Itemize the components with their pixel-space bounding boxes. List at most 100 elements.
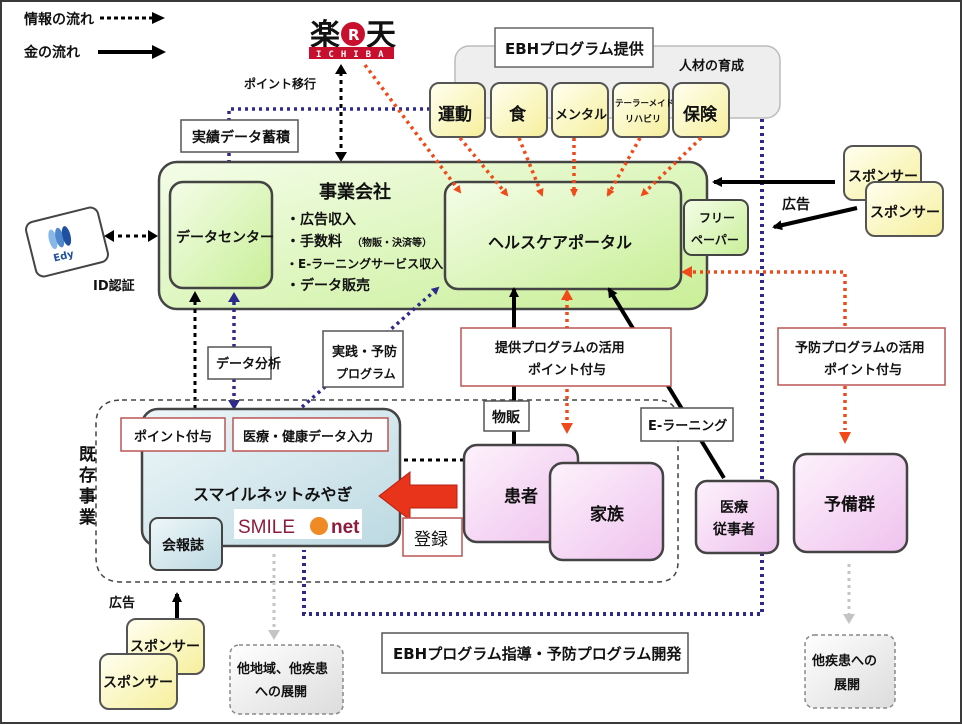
legend-info-flow-label: 情報の流れ [24, 11, 94, 28]
sponsor-card-right-back-label: スポンサー [848, 168, 918, 185]
record-data-box [180, 119, 299, 153]
edy-logo-mark-3 [61, 226, 72, 246]
reserve-expansion-arrowhead [843, 614, 855, 624]
ebh-program-items: 運動 食 メンタル テーラーメイド リハビリ 保険 [429, 82, 730, 138]
program-item-mental-label: メンタル [555, 108, 607, 123]
smile-net-logo-left: SMILE [238, 517, 295, 538]
data-center-label: データセンター [176, 229, 274, 246]
register-label: 登録 [414, 530, 448, 550]
elearning-label: E-ラーニング [648, 418, 727, 434]
program-item-mental [551, 82, 609, 138]
provided-program-points-line2: ポイント付与 [528, 362, 606, 378]
data-analysis-arrowhead-up [228, 292, 240, 302]
sponsors-left-ad-label: 広告 [109, 595, 135, 611]
smile-net-name: スマイルネットみやぎ [193, 485, 353, 504]
newsletter-label: 会報誌 [162, 537, 204, 554]
sponsor-card-right-front-label: スポンサー [870, 204, 940, 221]
program-item-exercise-label: 運動 [438, 104, 472, 125]
expansion-right-box [804, 634, 896, 709]
prevention-program-arrowhead-down [839, 432, 851, 444]
sponsors-right: 広告 スポンサー スポンサー [712, 145, 944, 237]
provided-program-points-box [460, 327, 672, 387]
provided-program-arrowhead-up [561, 289, 573, 300]
register-arrow [378, 470, 458, 522]
medical-staff-line2: 従事者 [712, 521, 755, 538]
reserve-group-box [792, 452, 909, 554]
provided-program-points-line1: 提供プログラムの活用 [495, 340, 625, 356]
medical-staff-box [694, 479, 780, 555]
newsletter-box [149, 517, 223, 571]
company-bullet-fees: ・手数料 [286, 233, 342, 250]
existing-business-char-4: 業 [79, 507, 96, 528]
training-label: 人材の育成 [679, 58, 744, 74]
legend-money-flow-label: 金の流れ [23, 44, 80, 61]
point-transfer-label: ポイント移行 [244, 76, 316, 91]
sponsor-card-left-front [99, 653, 178, 710]
smile-expansion-arrowhead [268, 630, 280, 640]
prevention-program-points-line2: ポイント付与 [824, 362, 902, 378]
company-bullet-ad-revenue: ・広告収入 [286, 211, 356, 228]
sponsor-card-left-back-label: スポンサー [130, 638, 200, 655]
company-bullet-elearning: ・E-ラーニングサービス収入 [286, 256, 443, 271]
sponsors-right-ad-label: 広告 [782, 196, 810, 213]
data-analysis-label: データ分析 [216, 356, 281, 372]
program-item-food-label: 食 [509, 104, 527, 125]
exercise-to-portal-arrow [458, 136, 509, 197]
medical-data-input-box [232, 417, 389, 452]
smile-net-logo-right: net [331, 517, 360, 538]
rakuten-ichiba-text: ICHIBA [316, 50, 391, 60]
sponsor-card-left-front-label: スポンサー [103, 674, 173, 691]
sales-box [483, 400, 530, 432]
medical-data-input-label: 医療・健康データ入力 [243, 429, 373, 445]
rakuten-ichiba-bar [309, 47, 394, 59]
ebh-guidance-label: EBHプログラム指導・予防プログラム開発 [393, 645, 682, 663]
sponsor-to-freepaper-arrow [772, 206, 858, 231]
ebh-program-title: EBHプログラム提供 [505, 40, 644, 58]
practice-program-box [322, 330, 404, 388]
practice-program-line1: 実践・予防 [332, 344, 397, 360]
sponsor-card-right-front [865, 181, 944, 237]
rakuten-logo: 楽 R 天 ICHIBA [309, 18, 396, 60]
family-box [548, 461, 665, 562]
program-item-tailor-label: テーラーメイド [615, 99, 674, 109]
existing-business-char-1: 既 [79, 445, 96, 465]
legend: 情報の流れ 金の流れ [23, 11, 166, 61]
point-transfer-arrowhead-up [335, 64, 347, 74]
expansion-left-box [229, 644, 344, 715]
record-data-label: 実績データ蓄積 [192, 129, 291, 146]
program-item-tailor-rehab [612, 82, 670, 138]
edy-logo-text: Edy [52, 249, 75, 265]
prevention-program-points-line1: 予防プログラムの活用 [795, 340, 925, 356]
rakuten-to-portal-arrow [363, 63, 462, 194]
sales-label: 物販 [492, 409, 521, 426]
existing-business-char-2: 存 [79, 465, 96, 486]
program-item-rehab-label: リハビリ [625, 113, 661, 125]
family-label: 家族 [590, 504, 625, 525]
expansion-left-line1: 他地域、他疾患 [236, 661, 328, 677]
prevention-program-points-box [777, 327, 946, 386]
edy-card: Edy [25, 206, 109, 278]
program-item-exercise [429, 82, 486, 138]
company-fee-note: （物販・決済等） [352, 236, 432, 249]
data-center-box [168, 180, 274, 290]
practice-program-line2: プログラム [336, 366, 396, 381]
smile-net-logo-bg [234, 509, 362, 539]
reserve-group-label: 予備群 [824, 494, 875, 515]
expansion-right-line1: 他疾患への [811, 653, 877, 669]
smile-net-logo-dot [310, 517, 328, 535]
expansion-right-line2: 展開 [834, 678, 860, 693]
data-analysis-box [207, 346, 272, 380]
medical-staff-line1: 医療 [720, 499, 749, 516]
legend-solid-arrowhead [152, 45, 166, 59]
free-paper-label-1: フリー [699, 211, 735, 225]
company-bullet-data-sales: ・データ販売 [286, 277, 370, 294]
healthcare-portal-box [443, 180, 683, 291]
free-paper-label-2: ペーパー [691, 233, 739, 247]
register-box [402, 517, 463, 557]
provided-program-arrowhead-down [561, 423, 573, 434]
rakuten-r-circle [341, 22, 365, 46]
patient-label: 患者 [504, 486, 538, 507]
data-analysis-arrowhead-down [228, 400, 240, 410]
program-item-insurance-label: 保険 [682, 104, 718, 125]
